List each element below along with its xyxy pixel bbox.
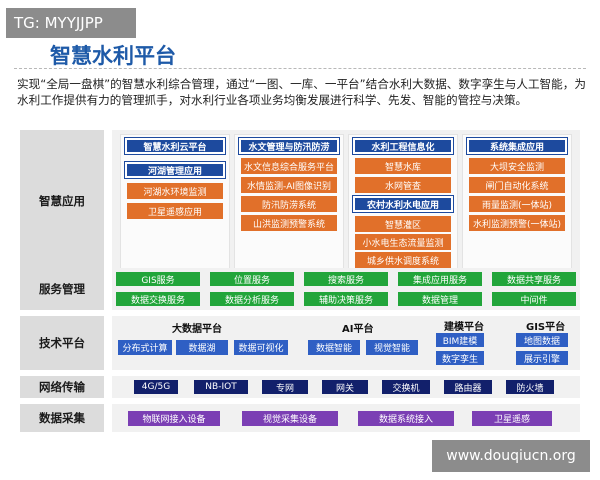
app-item: 水利监测预警(一体站) bbox=[469, 215, 565, 231]
network-item: NB-IOT bbox=[194, 380, 248, 394]
app-item: 小水电生态流量监测 bbox=[355, 234, 451, 250]
service-item: 辅助决策服务 bbox=[304, 292, 388, 306]
tech-item: 数据可视化 bbox=[234, 340, 288, 355]
service-item: 搜索服务 bbox=[304, 272, 388, 286]
layer-content: 智慧水利云平台 河湖管理应用 河湖水环境监测 卫星遥感应用 水文管理与防汛防涝 … bbox=[112, 130, 580, 271]
app-subheader-rural: 农村水利水电应用 bbox=[352, 195, 454, 213]
layer-label: 服务管理 bbox=[20, 268, 104, 310]
app-item: 雨量监测(一体站) bbox=[469, 196, 565, 212]
tech-item: BIM建模 bbox=[436, 333, 484, 347]
service-item: 中间件 bbox=[492, 292, 576, 306]
app-item: 水文信息综合服务平台 bbox=[241, 158, 337, 174]
tech-item: 数据智能 bbox=[308, 340, 360, 355]
network-item: 4G/5G bbox=[134, 380, 178, 394]
layer-smart-application: 智慧应用 智慧水利云平台 河湖管理应用 河湖水环境监测 卫星遥感应用 水文管理与… bbox=[20, 130, 580, 271]
collect-item: 卫星遥感 bbox=[472, 411, 552, 426]
app-header-hydrology: 水文管理与防汛防涝 bbox=[238, 137, 340, 155]
app-column-hydrology: 水文管理与防汛防涝 水文信息综合服务平台 水情监测-AI图像识别 防汛防涝系统 … bbox=[234, 134, 344, 270]
layer-label: 技术平台 bbox=[20, 316, 104, 370]
layer-content: 物联网接入设备 视觉采集设备 数据系统接入 卫星遥感 bbox=[112, 404, 580, 432]
service-item: 数据共享服务 bbox=[492, 272, 576, 286]
service-item: 数据管理 bbox=[398, 292, 482, 306]
network-item: 路由器 bbox=[444, 380, 492, 394]
title-divider bbox=[14, 68, 586, 69]
service-item: GIS服务 bbox=[116, 272, 200, 286]
network-item: 防火墙 bbox=[506, 380, 554, 394]
app-item: 大坝安全监测 bbox=[469, 158, 565, 174]
watermark: www.douqiucn.org bbox=[432, 440, 590, 472]
service-item: 位置服务 bbox=[210, 272, 294, 286]
layer-network-transmission: 网络传输 4G/5G NB-IOT 专网 网关 交换机 路由器 防火墙 bbox=[20, 376, 580, 398]
intro-paragraph: 实现“全局一盘棋”的智慧水利综合管理，通过“一图、一库、一平台”结合水利大数据、… bbox=[17, 77, 586, 107]
tech-item: 分布式计算 bbox=[118, 340, 172, 355]
app-column-engineering: 水利工程信息化 智慧水库 水网管查 农村水利水电应用 智慧灌区 小水电生态流量监… bbox=[348, 134, 458, 270]
layer-content: 4G/5G NB-IOT 专网 网关 交换机 路由器 防火墙 bbox=[112, 376, 580, 398]
layer-technology-platform: 技术平台 大数据平台 分布式计算 数据湖 数据可视化 AI平台 数据智能 视觉智… bbox=[20, 316, 580, 370]
network-item: 专网 bbox=[262, 380, 308, 394]
tech-item: 数字孪生 bbox=[436, 351, 484, 365]
app-item: 防汛防涝系统 bbox=[241, 196, 337, 212]
tech-item: 地图数据 bbox=[516, 333, 568, 347]
tech-group-title-ai: AI平台 bbox=[342, 324, 374, 335]
app-item: 水情监测-AI图像识别 bbox=[241, 177, 337, 193]
collect-item: 数据系统接入 bbox=[358, 411, 454, 426]
app-item: 闸门自动化系统 bbox=[469, 177, 565, 193]
layer-label: 数据采集 bbox=[20, 404, 104, 432]
id-tag: TG: MYYJJPP bbox=[6, 8, 136, 38]
tech-item: 展示引擎 bbox=[516, 351, 568, 365]
collect-item: 视觉采集设备 bbox=[242, 411, 338, 426]
layer-content: 大数据平台 分布式计算 数据湖 数据可视化 AI平台 数据智能 视觉智能 建模平… bbox=[112, 316, 580, 370]
app-item: 城乡供水调度系统 bbox=[355, 252, 451, 268]
tech-item: 数据湖 bbox=[176, 340, 228, 355]
tech-group-title-model: 建模平台 bbox=[444, 322, 484, 333]
service-item: 数据分析服务 bbox=[210, 292, 294, 306]
collect-item: 物联网接入设备 bbox=[128, 411, 220, 426]
layer-data-collection: 数据采集 物联网接入设备 视觉采集设备 数据系统接入 卫星遥感 bbox=[20, 404, 580, 432]
page-title: 智慧水利平台 bbox=[50, 44, 176, 68]
app-header-engineering: 水利工程信息化 bbox=[352, 137, 454, 155]
app-subheader-river-lake: 河湖管理应用 bbox=[124, 161, 226, 179]
layer-label: 智慧应用 bbox=[20, 130, 104, 271]
app-item: 河湖水环境监测 bbox=[127, 183, 223, 199]
service-item: 数据交换服务 bbox=[116, 292, 200, 306]
tech-item: 视觉智能 bbox=[366, 340, 418, 355]
app-column-cloud: 智慧水利云平台 河湖管理应用 河湖水环境监测 卫星遥感应用 bbox=[120, 134, 230, 270]
layer-service-management: 服务管理 GIS服务 位置服务 搜索服务 集成应用服务 数据共享服务 数据交换服… bbox=[20, 268, 580, 310]
network-item: 网关 bbox=[322, 380, 368, 394]
tech-group-title-gis: GIS平台 bbox=[526, 322, 566, 333]
app-header-cloud-platform: 智慧水利云平台 bbox=[124, 137, 226, 155]
tech-group-title-bigdata: 大数据平台 bbox=[172, 324, 222, 335]
app-item: 水网管查 bbox=[355, 177, 451, 193]
app-item: 智慧水库 bbox=[355, 158, 451, 174]
app-item: 智慧灌区 bbox=[355, 216, 451, 232]
network-item: 交换机 bbox=[382, 380, 430, 394]
layer-content: GIS服务 位置服务 搜索服务 集成应用服务 数据共享服务 数据交换服务 数据分… bbox=[112, 268, 580, 310]
app-item: 山洪监测预警系统 bbox=[241, 215, 337, 231]
app-header-integration: 系统集成应用 bbox=[466, 137, 568, 155]
app-column-integration: 系统集成应用 大坝安全监测 闸门自动化系统 雨量监测(一体站) 水利监测预警(一… bbox=[462, 134, 572, 270]
app-item: 卫星遥感应用 bbox=[127, 203, 223, 219]
service-item: 集成应用服务 bbox=[398, 272, 482, 286]
layer-label: 网络传输 bbox=[20, 376, 104, 398]
